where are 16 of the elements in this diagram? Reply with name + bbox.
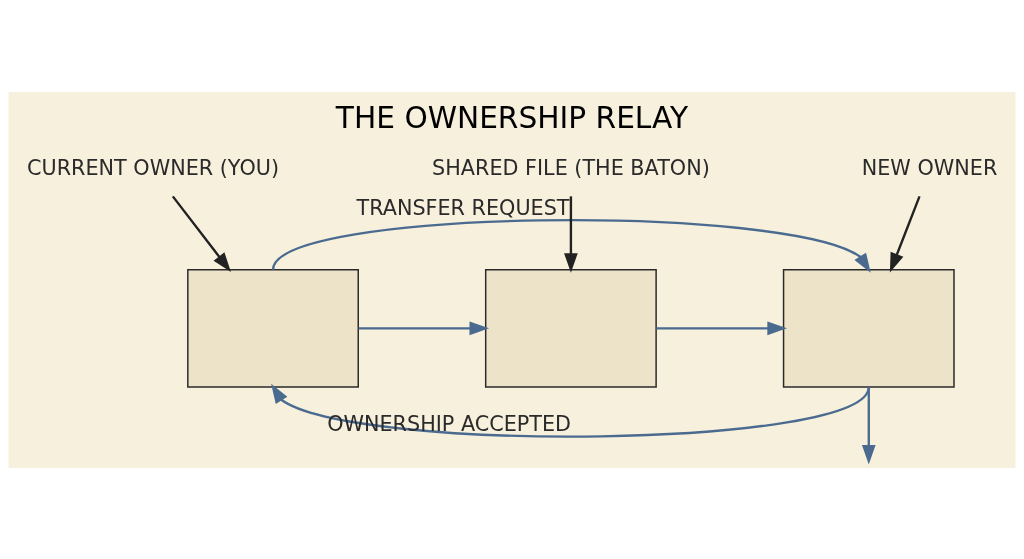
arrow — [861, 386, 876, 464]
arrow — [358, 321, 490, 335]
arrow — [656, 321, 787, 335]
node-text: SHARED FILE (THE BATON) — [432, 155, 710, 180]
arrow — [564, 195, 578, 273]
diagram-title: THE OWNERSHIP RELAY — [335, 99, 689, 135]
arrow — [271, 383, 870, 437]
node-text: CURRENT OWNER (YOU) — [27, 155, 279, 180]
edge-label: TRANSFER REQUEST — [356, 195, 570, 220]
node-box — [484, 268, 657, 388]
node-box — [187, 268, 359, 388]
node-text: NEW OWNER — [861, 155, 998, 180]
arrow — [272, 218, 871, 273]
node-box — [782, 268, 955, 388]
arrow — [889, 195, 921, 273]
arrow — [171, 195, 231, 272]
